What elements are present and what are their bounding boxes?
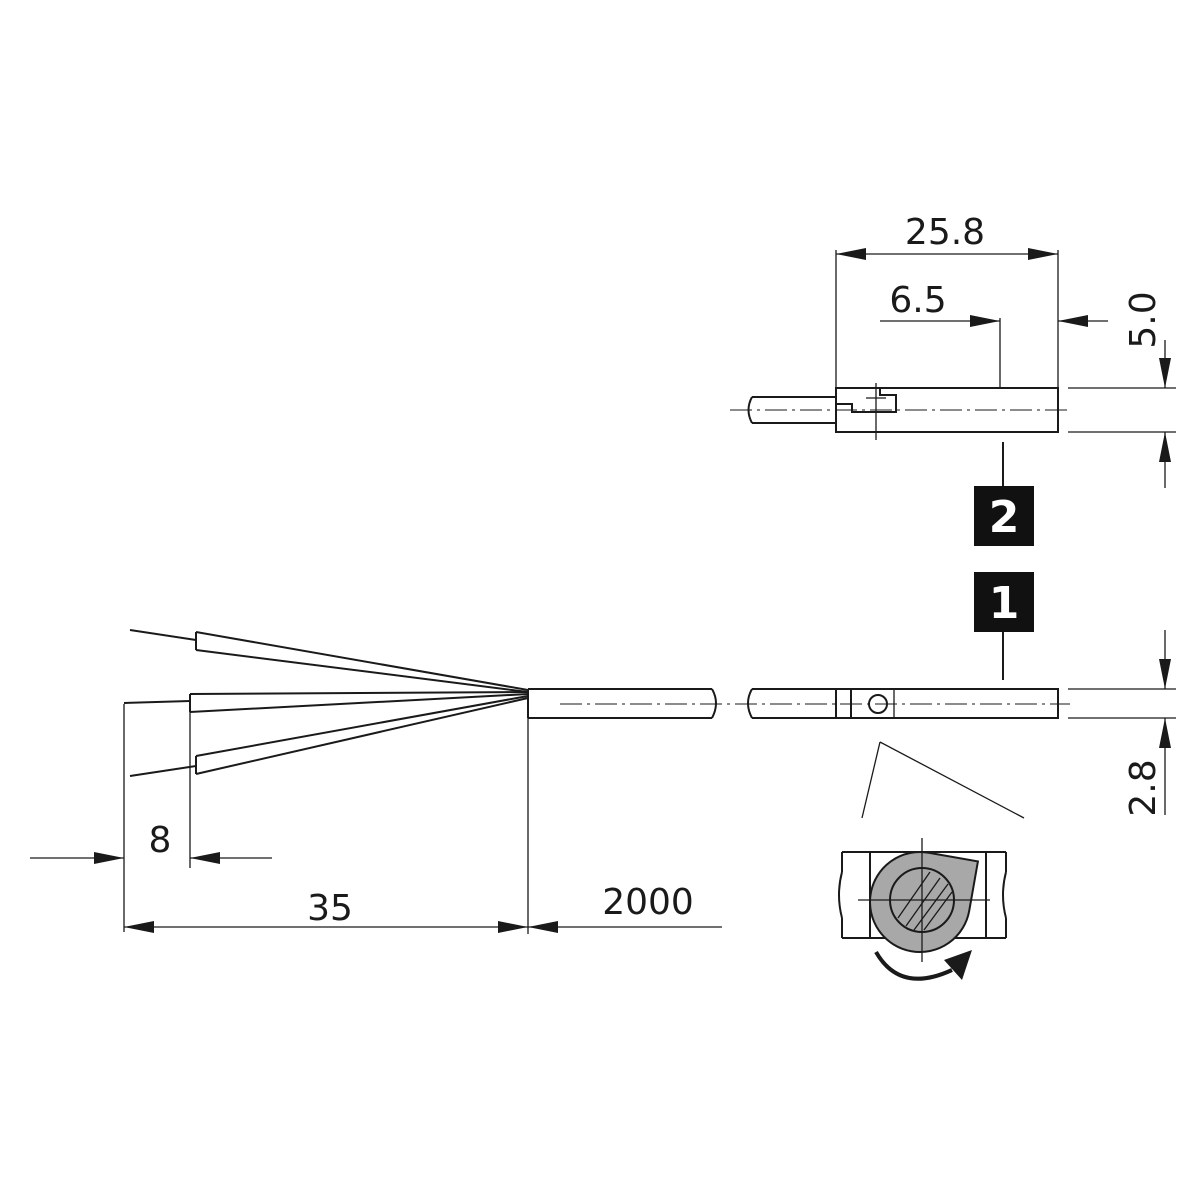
- dimension-strip-length: 8: [30, 704, 272, 932]
- detail-callout-lines: [861, 741, 1025, 819]
- dimension-sensing-point: 6.5: [880, 280, 1108, 327]
- slot-section-detail: [838, 838, 1007, 981]
- badge-1-label: 1: [989, 578, 1020, 629]
- dimension-label-6-5: 6.5: [889, 280, 946, 321]
- dimension-label-2-8: 2.8: [1123, 759, 1164, 816]
- section-hatching: [897, 871, 953, 931]
- dimension-label-35: 35: [307, 888, 353, 929]
- dimension-cable-length: 2000: [528, 882, 722, 933]
- badge-2: 2: [974, 486, 1034, 546]
- sensor-side-view: [560, 688, 1176, 719]
- dimension-overall-length: 25.8: [836, 212, 1058, 260]
- dimension-label-25-8: 25.8: [905, 212, 985, 253]
- dimension-height-top: 5.0: [1123, 291, 1171, 488]
- dimension-sheath-length: 35: [124, 718, 529, 934]
- dimension-label-8: 8: [149, 820, 172, 861]
- badge-1: 1: [974, 572, 1034, 632]
- rotation-arrow-icon: [944, 950, 972, 980]
- sensor-top-view: [730, 250, 1176, 440]
- cable-sheath: [527, 688, 836, 719]
- cable-wires: [123, 629, 529, 777]
- badge-2-label: 2: [989, 492, 1020, 543]
- dimension-label-2000: 2000: [602, 882, 694, 923]
- dimension-height-bottom: 2.8: [1123, 630, 1171, 817]
- dimension-label-5-0: 5.0: [1123, 291, 1164, 348]
